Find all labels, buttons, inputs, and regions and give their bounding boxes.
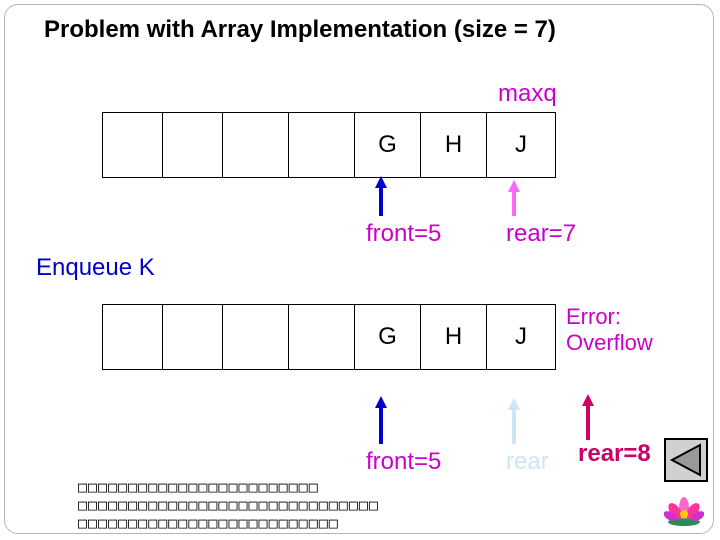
array-bottom-cell-6: J bbox=[486, 304, 556, 370]
footnote-line-1: □□□□□□□□□□□□□□□□□□□□□□□□ bbox=[78, 478, 319, 496]
array-bottom-cell-5: H bbox=[420, 304, 486, 370]
back-triangle-icon bbox=[669, 443, 701, 477]
array-bottom-cell-1 bbox=[162, 304, 222, 370]
error-message: Error: Overflow bbox=[566, 304, 653, 356]
array-top-cell-4: G bbox=[354, 112, 420, 178]
array-top-cell-2 bbox=[222, 112, 288, 178]
array-top-cell-3 bbox=[288, 112, 354, 178]
array-bottom: G H J bbox=[102, 304, 556, 370]
front-arrow-top bbox=[375, 176, 387, 216]
slide-title: Problem with Array Implementation (size … bbox=[44, 16, 556, 43]
array-top: G H J bbox=[102, 112, 556, 178]
lotus-flower-icon bbox=[664, 497, 704, 526]
error-line-2: Overflow bbox=[566, 330, 653, 355]
array-top-cell-6: J bbox=[486, 112, 556, 178]
front-label-bottom: front=5 bbox=[366, 448, 442, 475]
rear-label-top: rear=7 bbox=[506, 220, 577, 247]
back-button[interactable] bbox=[664, 438, 708, 482]
front-label-top: front=5 bbox=[366, 220, 442, 247]
front-arrow-bottom bbox=[375, 396, 387, 444]
slide-frame bbox=[4, 4, 714, 534]
footnote-line-3: □□□□□□□□□□□□□□□□□□□□□□□□□□ bbox=[78, 514, 339, 532]
rear-arrow-top bbox=[508, 180, 520, 216]
array-top-cell-0 bbox=[102, 112, 162, 178]
enqueue-label: Enqueue K bbox=[36, 254, 155, 281]
array-bottom-cell-3 bbox=[288, 304, 354, 370]
array-bottom-cell-0 bbox=[102, 304, 162, 370]
array-top-cell-5: H bbox=[420, 112, 486, 178]
array-top-cell-1 bbox=[162, 112, 222, 178]
maxq-label: maxq bbox=[498, 80, 557, 107]
rear-old-arrow bbox=[508, 398, 520, 444]
array-bottom-cell-4: G bbox=[354, 304, 420, 370]
error-line-1: Error: bbox=[566, 304, 621, 329]
rear-old-label: rear bbox=[506, 448, 549, 475]
array-bottom-cell-2 bbox=[222, 304, 288, 370]
rear-new-arrow bbox=[582, 394, 594, 440]
footnote-line-2: □□□□□□□□□□□□□□□□□□□□□□□□□□□□□□ bbox=[78, 496, 379, 514]
rear-new-label: rear=8 bbox=[578, 440, 651, 467]
